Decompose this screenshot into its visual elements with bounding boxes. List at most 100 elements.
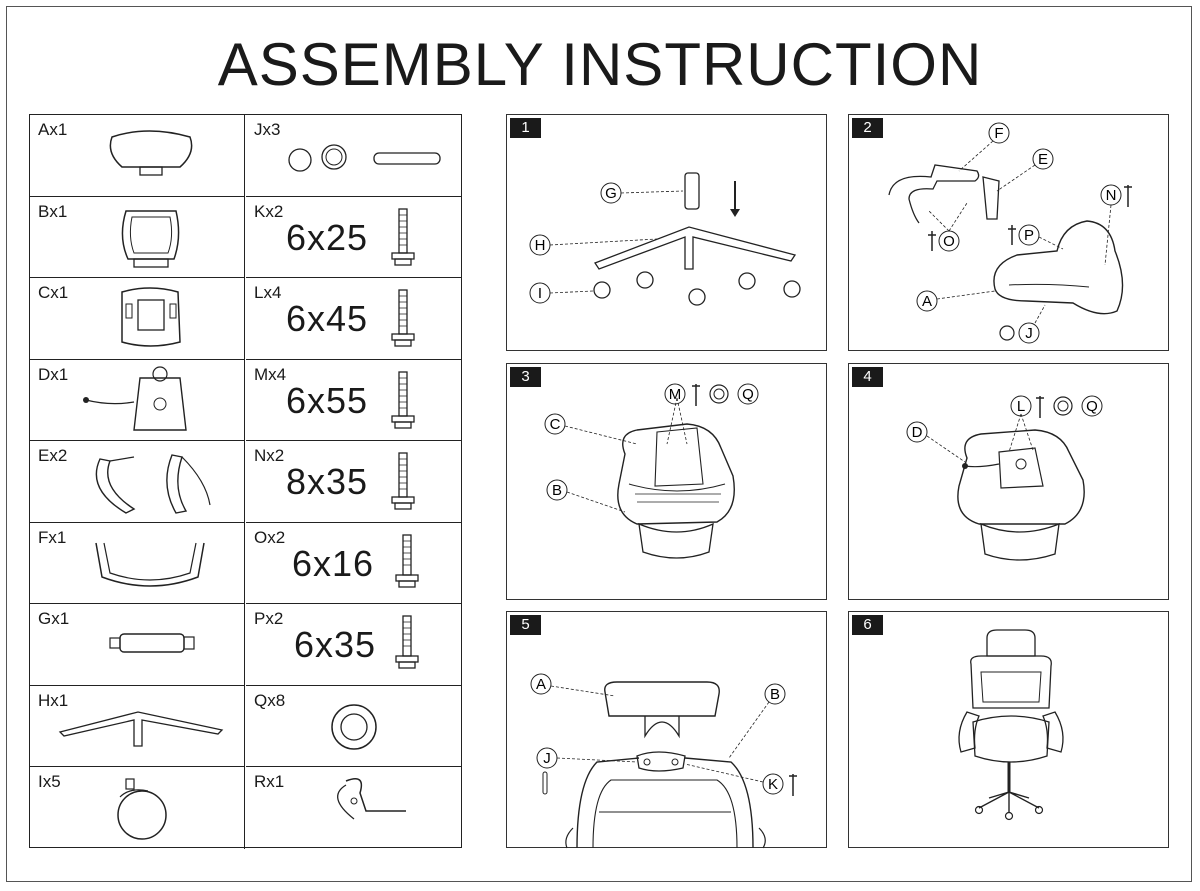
bolt-size: 6x16	[292, 542, 375, 584]
part-cell-m: Mx4 6x55	[246, 360, 461, 441]
callout-a: A	[536, 676, 546, 693]
part-cell-o: Ox2 6x16	[246, 523, 461, 604]
part-label: Ax1	[38, 120, 68, 139]
bolt-size: 6x35	[294, 624, 377, 665]
step-4-panel: 4 L Q D	[848, 363, 1169, 600]
part-label: Cx1	[38, 283, 69, 302]
part-cell-r: Rx1	[246, 767, 461, 849]
part-cell-i: Ix5	[30, 767, 245, 849]
part-label: Fx1	[38, 527, 67, 547]
backrest-icon	[121, 209, 180, 268]
callout-l: L	[1017, 398, 1025, 415]
part-label: Nx2	[254, 446, 285, 465]
callout-o: O	[943, 233, 955, 250]
step-number: 4	[852, 367, 883, 387]
callout-g: G	[605, 185, 617, 202]
part-cell-e: Ex2	[30, 441, 245, 523]
part-label: Rx1	[254, 772, 285, 791]
allen-key-icon	[337, 778, 406, 820]
part-label: Ox2	[254, 527, 286, 547]
part-label: Ex2	[38, 446, 68, 465]
part-label: Mx4	[254, 364, 287, 384]
callout-j: J	[1025, 325, 1033, 342]
base-icon	[58, 710, 224, 747]
bolt-size: 8x35	[286, 461, 369, 502]
bolt-icon	[391, 370, 415, 429]
part-label: Qx8	[254, 690, 286, 710]
callout-i: I	[538, 285, 542, 302]
cap-icon	[288, 144, 441, 172]
bolt-icon	[395, 615, 419, 669]
part-cell-a: Ax1	[30, 115, 245, 197]
bolt-size: 6x55	[286, 379, 369, 421]
bolt-icon	[391, 452, 415, 510]
step-number: 1	[510, 118, 541, 138]
step-3-panel: 3 M Q C B	[506, 363, 827, 600]
part-cell-d: Dx1	[30, 359, 245, 441]
callout-a: A	[922, 293, 932, 310]
part-cell-q: Qx8	[246, 686, 461, 767]
step-number: 3	[510, 367, 541, 387]
callout-b: B	[552, 482, 562, 499]
callout-p: P	[1024, 227, 1034, 244]
part-label: Kx2	[254, 201, 284, 221]
part-cell-k: Kx2 6x25	[246, 197, 461, 278]
callout-m: M	[669, 386, 682, 403]
step-1-panel: 1 G H I	[506, 114, 827, 351]
step-4-diagram: L Q D	[906, 395, 1103, 561]
parts-table: Ax1 Jx3 Bx1 Kx2 6x25	[29, 114, 462, 849]
part-cell-g: Gx1	[30, 604, 245, 686]
washer-icon	[331, 703, 377, 750]
part-cell-j: Jx3	[246, 115, 461, 197]
step-2-diagram: F E N O P A J	[888, 122, 1132, 344]
step-6-panel: 6	[848, 611, 1169, 848]
part-label: Ix5	[38, 772, 61, 791]
bolt-icon	[395, 533, 419, 588]
callout-k: K	[768, 776, 778, 793]
part-cell-n: Nx2 8x35	[246, 441, 461, 523]
armrest-icon	[95, 454, 211, 514]
instruction-sheet	[6, 6, 1192, 882]
bolt-icon	[391, 207, 415, 266]
step-number: 2	[852, 118, 883, 138]
page-title: ASSEMBLY INSTRUCTION	[217, 31, 983, 98]
step-number: 5	[510, 615, 541, 635]
part-cell-c: Cx1	[30, 278, 245, 360]
step-5-panel: 5 A B J K	[506, 611, 827, 849]
part-label: Px2	[254, 609, 284, 628]
part-label: Hx1	[38, 690, 69, 710]
handle-icon	[95, 542, 205, 587]
callout-j: J	[543, 750, 551, 767]
callout-d: D	[912, 424, 923, 441]
headrest-icon	[109, 130, 193, 176]
callout-b: B	[770, 686, 780, 703]
part-label: Dx1	[38, 364, 69, 384]
step-1-diagram: G H I	[529, 172, 801, 306]
part-cell-l: Lx4 6x45	[246, 278, 461, 360]
part-label: Jx3	[254, 120, 281, 139]
callout-q: Q	[742, 386, 754, 403]
part-cell-f: Fx1	[30, 522, 245, 604]
assembled-chair-icon	[958, 629, 1064, 821]
gas-lift-icon	[109, 633, 195, 653]
seat-icon	[121, 287, 181, 347]
part-cell-p: Px2 6x35	[246, 604, 461, 686]
bolt-size: 6x25	[286, 216, 369, 258]
callout-f: F	[994, 125, 1003, 142]
caster-icon	[117, 778, 167, 840]
callout-q: Q	[1086, 398, 1098, 415]
step-2-panel: 2 F E N O P A J	[848, 114, 1169, 351]
step-number: 6	[852, 615, 883, 635]
part-label: Gx1	[38, 609, 70, 628]
step-3-diagram: M Q C B	[544, 383, 759, 559]
callout-n: N	[1106, 187, 1117, 204]
part-cell-b: Bx1	[30, 196, 245, 278]
bolt-size: 6x45	[286, 298, 369, 339]
mechanism-icon	[83, 365, 187, 431]
part-label: Bx1	[38, 201, 68, 221]
step-5-diagram: A B J K	[530, 673, 797, 849]
bolt-icon	[391, 289, 415, 347]
part-label: Lx4	[254, 283, 282, 302]
callout-c: C	[550, 416, 561, 433]
callout-e: E	[1038, 151, 1048, 168]
